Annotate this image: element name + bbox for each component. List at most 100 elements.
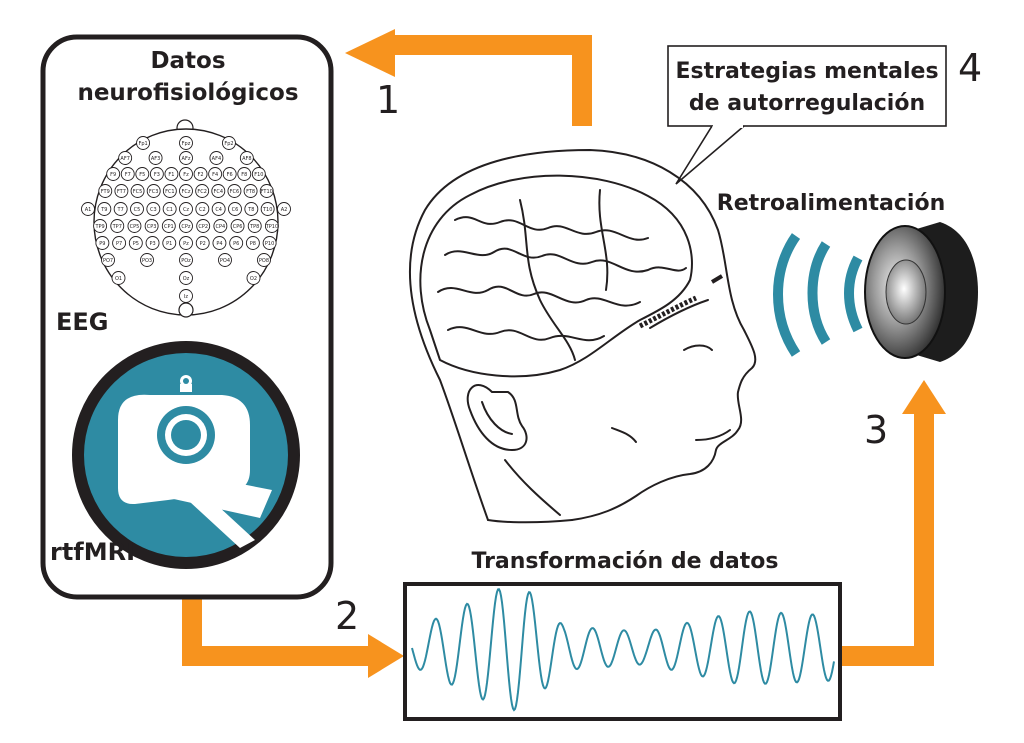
eeg-electrode: CPz — [179, 219, 193, 233]
step-1-label: 1 — [376, 78, 401, 122]
eeg-electrode-label: F10 — [254, 172, 263, 178]
eeg-electrode-label: T8 — [247, 207, 254, 213]
eeg-electrode: FC4 — [211, 184, 226, 198]
eeg-electrode: AF7 — [118, 151, 133, 165]
eeg-electrode: AF3 — [148, 151, 163, 165]
eeg-electrode: P10 — [262, 236, 277, 250]
eeg-electrode: FC3 — [146, 184, 161, 198]
transform-label: Transformación de datos — [471, 549, 779, 574]
eeg-electrode: F1 — [164, 167, 179, 181]
eyebrow-mark — [638, 295, 698, 329]
eeg-electrode-label: CP6 — [233, 224, 243, 230]
eeg-electrode: T9 — [97, 202, 112, 216]
mri-label: rtfMRI — [50, 538, 136, 566]
eeg-electrode: FC1 — [162, 184, 177, 198]
eeg-electrode-label: P7 — [116, 241, 122, 247]
eeg-electrode: Cz — [179, 202, 193, 216]
mri-scanner-illustration — [72, 341, 300, 569]
eeg-electrode-label: F9 — [110, 172, 116, 178]
eeg-electrode: P5 — [128, 236, 143, 250]
eeg-electrode: POz — [179, 253, 193, 267]
eeg-electrode-label: F1 — [168, 172, 174, 178]
eeg-electrode-label: O1 — [115, 276, 122, 282]
eeg-electrode: Fp1 — [136, 136, 151, 150]
eeg-electrode-label: F7 — [125, 172, 131, 178]
eeg-electrode-label: TP7 — [112, 224, 122, 230]
eeg-electrode: Oz — [179, 271, 193, 285]
eeg-electrode-label: P5 — [133, 241, 139, 247]
eeg-electrode-label: FC6 — [230, 189, 240, 195]
eeg-electrode-label: PO3 — [142, 258, 152, 264]
eeg-electrode: TP10 — [265, 219, 279, 233]
sound-waves-icon — [773, 233, 863, 357]
eeg-electrode: Fpz — [179, 136, 193, 150]
eeg-electrode: P4 — [212, 236, 227, 250]
eeg-electrode-label: Fz — [183, 172, 189, 178]
eeg-electrode-label: FT10 — [261, 189, 273, 195]
transform-box — [403, 582, 842, 721]
eeg-electrode-label: C5 — [134, 207, 141, 213]
eeg-electrode-label: Oz — [183, 276, 190, 282]
eeg-electrode: P2 — [195, 236, 210, 250]
eeg-electrode-label: Cz — [183, 207, 189, 213]
step-3-label: 3 — [864, 408, 889, 452]
eeg-electrode-label: FC3 — [149, 189, 159, 195]
eeg-electrode-label: F8 — [241, 172, 247, 178]
eeg-electrode: T8 — [244, 202, 259, 216]
eeg-electrode: AF8 — [239, 151, 254, 165]
eeg-electrode-label: PO8 — [259, 258, 269, 264]
panel-title-line2: neurofisiológicos — [77, 80, 299, 106]
eeg-electrode: C5 — [130, 202, 144, 216]
eeg-electrode-label: CPz — [181, 224, 191, 230]
eeg-electrode-label: AFz — [182, 156, 191, 162]
eeg-electrode: C1 — [162, 202, 177, 216]
eeg-electrode: T10 — [260, 202, 275, 216]
eeg-electrode-label: P4 — [216, 241, 222, 247]
eeg-electrode-label: AF3 — [151, 156, 160, 162]
eeg-electrode: TP9 — [93, 219, 108, 233]
eeg-electrode: FC2 — [195, 184, 210, 198]
arrow-3 — [840, 380, 946, 666]
eeg-electrode-label: Fp2 — [224, 141, 233, 147]
eeg-electrode-label: AF7 — [120, 156, 129, 162]
eeg-electrode: Fp2 — [221, 136, 236, 150]
eeg-electrode: F10 — [251, 167, 266, 181]
eeg-electrode-label: FC4 — [214, 189, 224, 195]
eeg-electrode-label: TP8 — [249, 224, 259, 230]
eeg-electrode: F5 — [135, 167, 150, 181]
eeg-electrode-label: AF8 — [242, 156, 251, 162]
eeg-electrode-label: FT8 — [246, 189, 255, 195]
eeg-electrode: P9 — [95, 236, 110, 250]
step-2-label: 2 — [335, 594, 360, 638]
eeg-electrode-label: CP4 — [216, 224, 226, 230]
eeg-electrode: Iz — [179, 289, 193, 303]
panel-title-line1: Datos — [150, 48, 226, 74]
eeg-electrode: C6 — [228, 202, 242, 216]
eeg-electrode: FT10 — [259, 184, 274, 198]
eeg-electrode-label: F4 — [212, 172, 218, 178]
eeg-electrode-label: P10 — [265, 241, 274, 247]
eeg-electrode: TP8 — [247, 219, 262, 233]
eeg-electrode: C4 — [211, 202, 226, 216]
eeg-electrode: P1 — [162, 236, 177, 250]
eeg-electrode: F3 — [149, 167, 164, 181]
eeg-electrode-label: C3 — [150, 207, 157, 213]
strategy-line2: de autorregulación — [688, 91, 926, 116]
eeg-electrode: FT7 — [114, 184, 129, 198]
feedback-label: Retroalimentación — [716, 191, 946, 216]
eeg-electrode-label: PO4 — [220, 258, 230, 264]
eeg-electrode: P7 — [112, 236, 127, 250]
eeg-electrode-label: FC1 — [165, 189, 175, 195]
arrow-2 — [182, 598, 404, 678]
eeg-electrode-label: CP5 — [130, 224, 140, 230]
eeg-electrode-label: P6 — [233, 241, 239, 247]
eeg-electrode-label: FCz — [182, 189, 191, 195]
eeg-electrode: TP7 — [110, 219, 125, 233]
eeg-electrode-label: P1 — [166, 241, 172, 247]
eeg-label: EEG — [56, 308, 109, 336]
eeg-electrode: F9 — [106, 167, 121, 181]
eeg-electrode: CP2 — [196, 219, 211, 233]
brow-end-mark — [710, 274, 724, 284]
eeg-electrode: Pz — [179, 236, 193, 250]
speaker-icon — [864, 222, 978, 362]
